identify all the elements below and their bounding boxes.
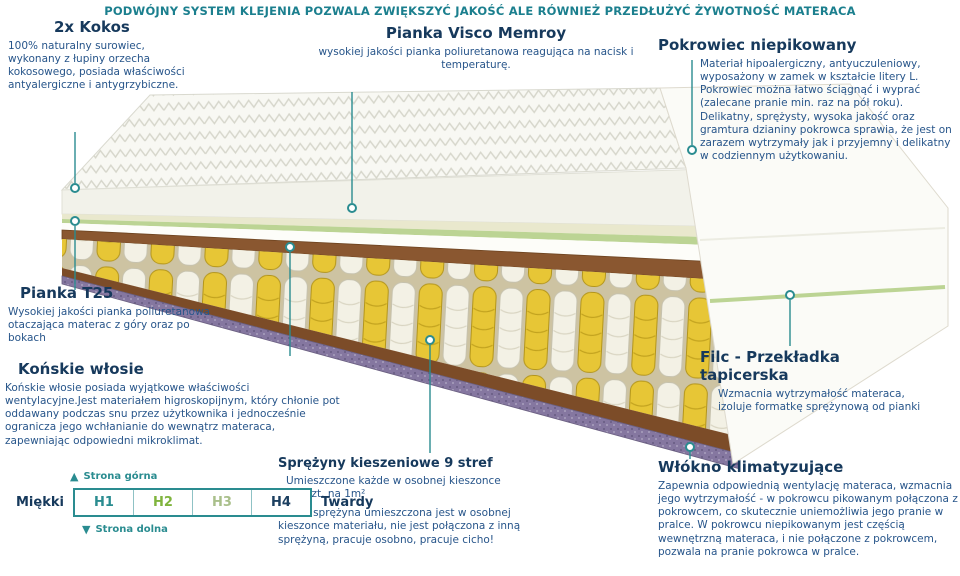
marker-dot-pokrowiec — [687, 145, 697, 155]
callout-t25-title: Pianka T25 — [20, 284, 114, 302]
callout-filc-title: Filc - Przekładka tapicerska — [700, 348, 840, 384]
marker-dot-visco — [347, 203, 357, 213]
cover-seam-line — [699, 227, 946, 241]
callout-kokos-title: 2x Kokos — [54, 18, 130, 36]
callout-sprezyny-title: Sprężyny kieszeniowe 9 stref — [278, 456, 493, 471]
firmness-cell: H3 — [191, 490, 251, 515]
callout-t25-body: Wysokiej jakości pianka poliuretanowa ot… — [8, 306, 211, 345]
callout-filc: Filc - Przekładka tapicerska Wzmacnia wy… — [700, 348, 950, 414]
callout-sprezyny-body2: Każda sprężyna umieszczona jest w osobne… — [278, 507, 521, 546]
marker-dot-konskie — [285, 242, 295, 252]
green-felt-layer — [62, 219, 740, 246]
hard-label: Twardy — [320, 495, 374, 510]
marker-dot-kokos — [70, 183, 80, 193]
cream-foam-layer — [62, 214, 740, 238]
callout-konskie: Końskie włosie Końskie włosie posiada wy… — [5, 360, 343, 448]
white-foam-layer — [62, 223, 740, 263]
callout-pokrowiec-body: Materiał hipoalergiczny, antyuczuleniowy… — [700, 58, 952, 162]
callout-visco: Pianka Visco Memroy wysokiej jakości pia… — [308, 24, 644, 72]
callout-wlokno-body: Zapewnia odpowiednią wentylację materaca… — [658, 480, 958, 558]
firmness-levels: H1 H2 H3 H4 — [72, 488, 312, 517]
firmness-row: Miękki H1 H2 H3 H4 Twardy — [16, 488, 376, 517]
callout-sprezyny: Sprężyny kieszeniowe 9 stref Umieszczone… — [278, 456, 530, 547]
cover-felt-line — [709, 285, 946, 303]
page-title: PODWÓJNY SYSTEM KLEJENIA POZWALA ZWIĘKSZ… — [104, 4, 856, 18]
soft-label: Miękki — [16, 495, 64, 510]
arrow-down-icon: ▼ — [82, 523, 91, 536]
callout-konskie-body: Końskie włosie posiada wyjątkowe właściw… — [5, 382, 340, 447]
marker-dot-t25 — [70, 216, 80, 226]
callout-kokos: 2x Kokos 100% naturalny surowiec, wykona… — [8, 18, 200, 93]
bottom-coconut-layer — [62, 268, 740, 454]
arrow-up-icon: ▲ — [70, 470, 79, 483]
callout-wlokno: Włókno klimatyzujące Zapewnia odpowiedni… — [658, 458, 960, 559]
firmness-cell: H2 — [132, 490, 192, 515]
callout-pokrowiec: Pokrowiec niepikowany Materiał hipoalerg… — [658, 36, 958, 163]
pocket-springs-layer — [62, 239, 740, 437]
callout-konskie-title: Końskie włosie — [18, 360, 144, 378]
marker-dot-wlokno — [685, 442, 695, 452]
top-side-label: ▲ Strona górna — [70, 470, 376, 483]
bottom-side-label: ▼ Strona dolna — [82, 523, 376, 536]
firmness-cell: H4 — [250, 490, 310, 515]
callout-kokos-body: 100% naturalny surowiec, wykonany z łupi… — [8, 40, 185, 92]
connectors — [70, 60, 795, 459]
callout-filc-body: Wzmacnia wytrzymałość materaca, izoluje … — [718, 388, 921, 414]
callout-pokrowiec-title: Pokrowiec niepikowany — [658, 36, 857, 54]
marker-dot-sprezyny — [425, 335, 435, 345]
callout-wlokno-title: Włókno klimatyzujące — [658, 458, 844, 476]
top-side-text: Strona górna — [83, 471, 158, 482]
zigzag-texture — [62, 88, 686, 190]
marker-dot-filc — [785, 290, 795, 300]
climate-fiber-layer — [61, 275, 741, 470]
firmness-scale: ▲ Strona górna Miękki H1 H2 H3 H4 Twardy… — [16, 470, 376, 536]
callout-visco-body: wysokiej jakości pianka poliuretanowa re… — [318, 46, 634, 72]
callout-t25: Pianka T25 Wysokiej jakości pianka poliu… — [8, 284, 218, 345]
mattress-cover — [659, 83, 949, 465]
bottom-side-text: Strona dolna — [95, 524, 168, 535]
mattress-cross-section — [60, 83, 949, 470]
firmness-cell: H1 — [94, 495, 114, 510]
callout-visco-title: Pianka Visco Memroy — [385, 24, 567, 42]
